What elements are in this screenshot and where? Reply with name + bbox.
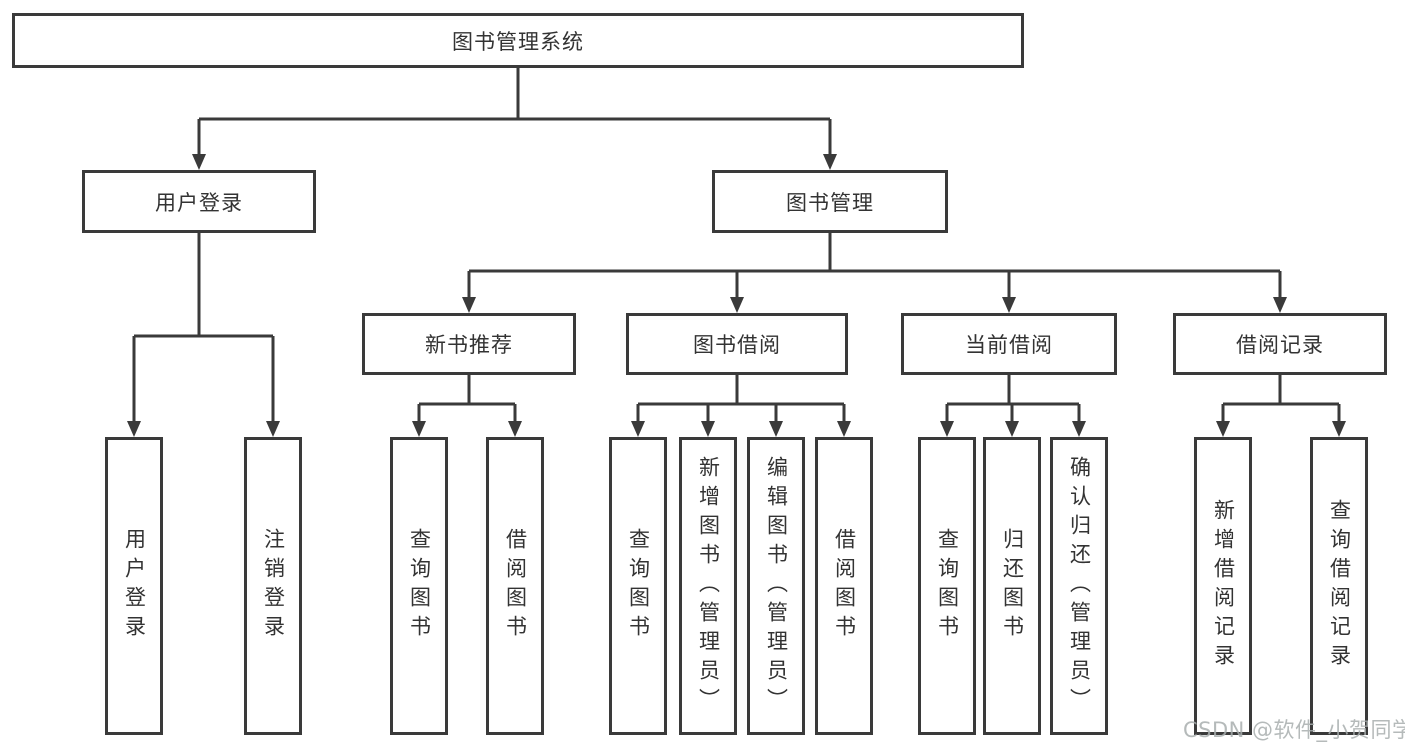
node-book-management: 图书管理 [712, 170, 948, 233]
node-current-borrow: 当前借阅 [901, 313, 1117, 375]
leaf-add-book-admin: 新增图书（管理员） [679, 437, 737, 735]
leaf-return-book: 归还图书 [983, 437, 1041, 735]
leaf-add-borrow-record: 新增借阅记录 [1194, 437, 1252, 735]
node-borrow-records: 借阅记录 [1173, 313, 1387, 375]
node-book-borrow: 图书借阅 [626, 313, 848, 375]
node-user-login-module: 用户登录 [82, 170, 316, 233]
leaf-query-books-3: 查询图书 [918, 437, 976, 735]
leaf-query-books-2: 查询图书 [609, 437, 667, 735]
leaf-logout: 注销登录 [244, 437, 302, 735]
leaf-borrow-books-2: 借阅图书 [815, 437, 873, 735]
node-new-book-recommend: 新书推荐 [362, 313, 576, 375]
node-root: 图书管理系统 [12, 13, 1024, 68]
leaf-confirm-return-admin: 确认归还（管理员） [1050, 437, 1108, 735]
leaf-user-login: 用户登录 [105, 437, 163, 735]
csdn-watermark: CSDN @软件_小贺同学 [1183, 718, 1405, 742]
connector-path [132, 68, 1341, 423]
leaf-query-borrow-record: 查询借阅记录 [1310, 437, 1368, 735]
leaf-edit-book-admin: 编辑图书（管理员） [747, 437, 805, 735]
leaf-query-books-1: 查询图书 [390, 437, 448, 735]
leaf-borrow-books-1: 借阅图书 [486, 437, 544, 735]
